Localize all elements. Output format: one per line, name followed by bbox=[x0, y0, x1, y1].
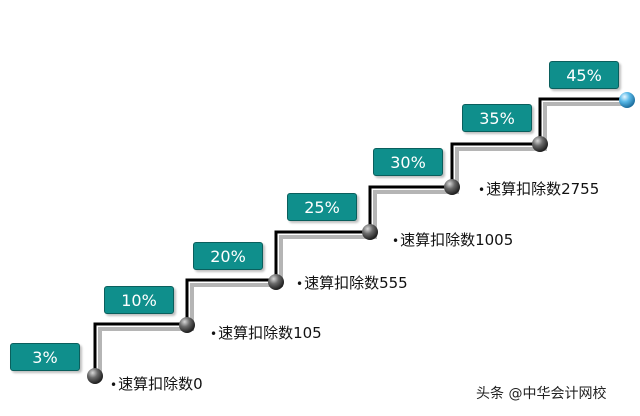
bullet: • bbox=[110, 378, 118, 392]
staircase-shadow bbox=[98, 102, 631, 380]
bullet: • bbox=[392, 234, 400, 248]
deduction-label-105: •速算扣除数105 bbox=[210, 324, 322, 342]
deduction-label-0: •速算扣除数0 bbox=[110, 375, 203, 393]
step-ball bbox=[87, 368, 103, 384]
end-ball bbox=[619, 92, 635, 108]
bullet: • bbox=[296, 277, 304, 291]
rate-box-25pct: 25% bbox=[287, 193, 357, 221]
deduction-label-555: •速算扣除数555 bbox=[296, 274, 408, 292]
deduction-label-2755: •速算扣除数2755 bbox=[478, 180, 600, 198]
step-ball bbox=[362, 224, 378, 240]
step-ball bbox=[444, 179, 460, 195]
watermark: 头条 @中华会计网校 bbox=[476, 386, 607, 402]
step-ball bbox=[532, 136, 548, 152]
rate-box-20pct: 20% bbox=[193, 242, 263, 270]
deduction-label-1005: •速算扣除数1005 bbox=[392, 231, 514, 249]
rate-box-45pct: 45% bbox=[549, 61, 619, 89]
rate-box-35pct: 35% bbox=[462, 104, 532, 132]
rate-box-10pct: 10% bbox=[104, 286, 174, 314]
step-ball bbox=[179, 317, 195, 333]
step-ball bbox=[268, 274, 284, 290]
bullet: • bbox=[210, 327, 218, 341]
rate-box-30pct: 30% bbox=[373, 148, 443, 176]
rate-box-3pct: 3% bbox=[10, 343, 80, 371]
bullet: • bbox=[478, 183, 486, 197]
